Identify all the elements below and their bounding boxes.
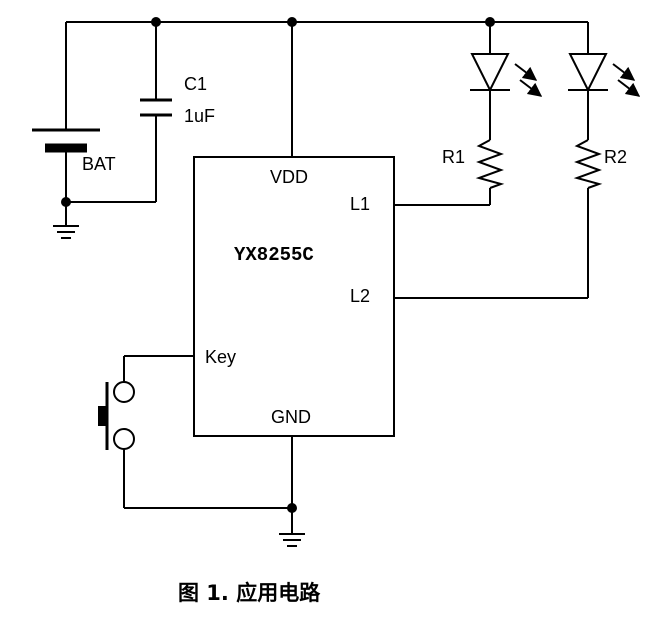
ic-pin-vdd-label: VDD — [270, 167, 308, 187]
ic-part-number: YX8255C — [234, 244, 314, 266]
junction-dot — [287, 503, 297, 513]
ic-pin-gnd-label: GND — [271, 407, 311, 427]
junction-dot — [485, 17, 495, 27]
ground-symbol-battery — [53, 225, 79, 239]
led2-symbol — [568, 53, 641, 97]
ic-pin-l2-label: L2 — [350, 286, 370, 306]
ic-pin-key-label: Key — [205, 347, 236, 367]
resistor-r1-symbol — [475, 139, 505, 189]
ic-body — [193, 156, 395, 437]
junction-dot — [287, 17, 297, 27]
junction-dot — [61, 197, 71, 207]
resistor-r2-symbol — [573, 139, 603, 189]
ground-symbol-ic — [279, 533, 305, 547]
battery-ref-label: BAT — [82, 154, 116, 174]
ic-pin-l1-label: L1 — [350, 194, 370, 214]
push-button-switch — [98, 381, 135, 450]
capacitor-ref-label: C1 — [184, 74, 207, 94]
resistor-r1-label: R1 — [442, 147, 465, 167]
battery-symbol — [32, 128, 100, 153]
capacitor-value-label: 1uF — [184, 106, 215, 126]
junction-dot — [151, 17, 161, 27]
figure-caption: 图 1. 应用电路 — [178, 581, 321, 605]
resistor-r2-label: R2 — [604, 147, 627, 167]
capacitor-symbol — [140, 98, 172, 117]
led1-symbol — [470, 53, 543, 97]
